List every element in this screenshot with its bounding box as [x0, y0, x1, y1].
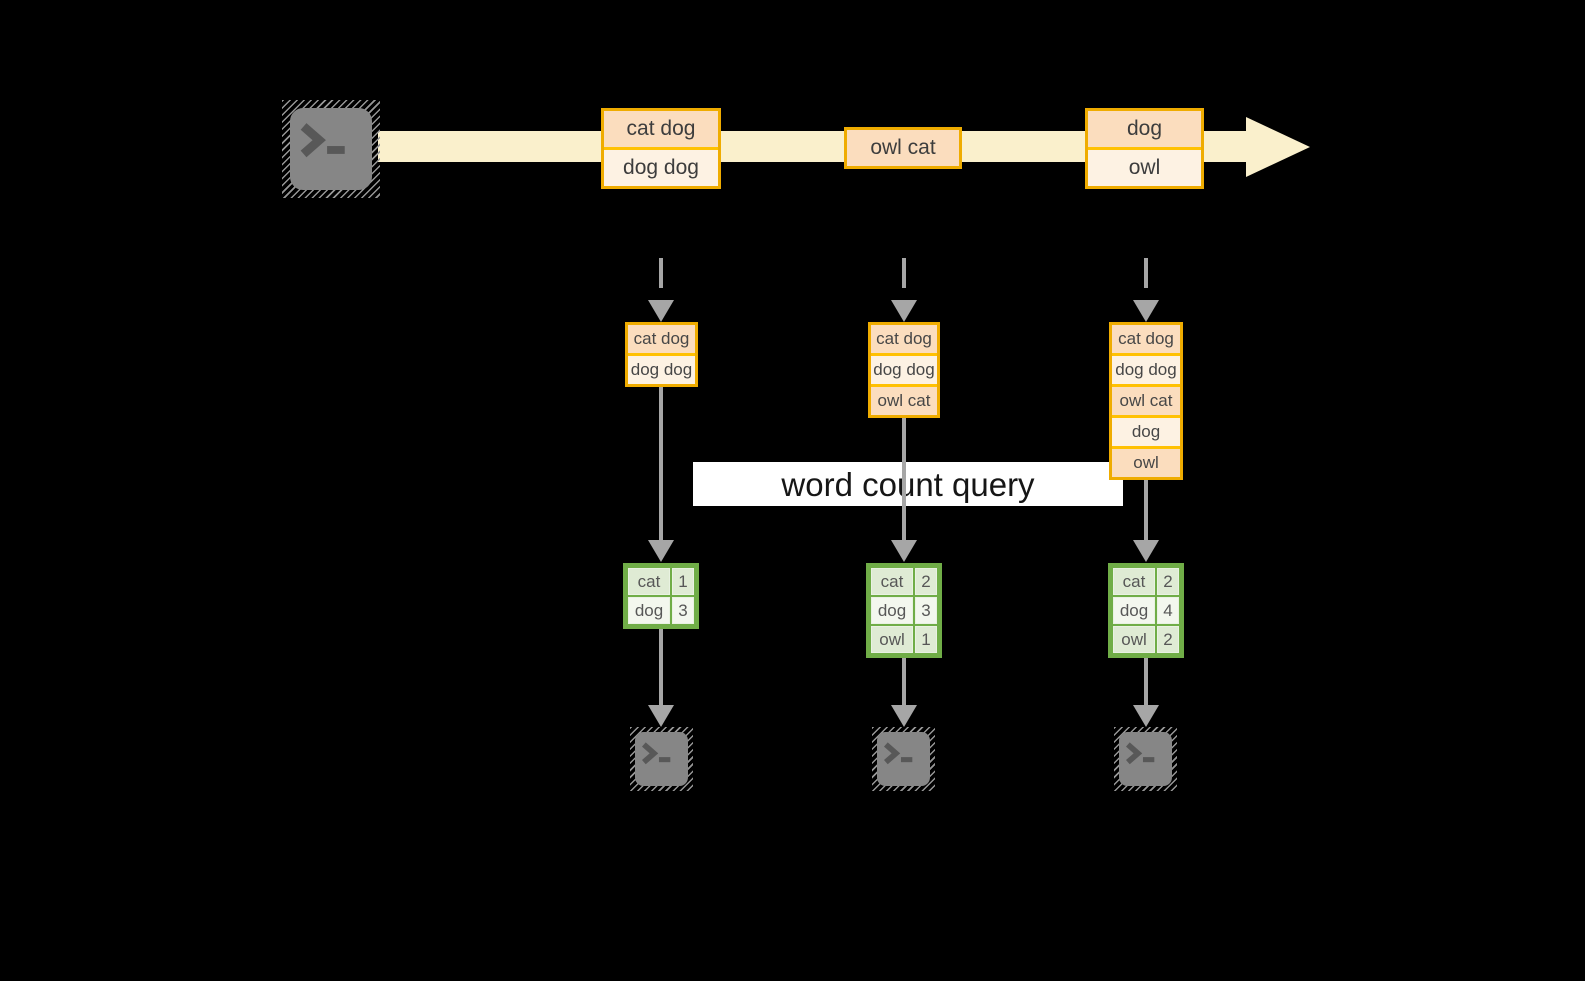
ingest-arrow-dashed — [902, 258, 906, 298]
word-cell: dog — [628, 597, 670, 624]
buffer-record: cat dog — [871, 325, 937, 353]
count-table-1: cat 1 dog 3 — [623, 563, 699, 629]
table-row: owl 1 — [871, 626, 937, 653]
buffer-record: owl — [1112, 446, 1180, 477]
count-cell: 2 — [1157, 568, 1179, 595]
down-arrowhead-icon — [648, 705, 674, 727]
stream-record: dog — [1088, 111, 1201, 147]
buffer-record: owl cat — [871, 384, 937, 415]
terminal-source-icon — [282, 100, 380, 198]
word-cell: cat — [628, 568, 670, 595]
count-cell: 3 — [672, 597, 694, 624]
buffer-record: cat dog — [628, 325, 695, 353]
down-arrowhead-icon — [891, 300, 917, 322]
buffer-record: cat dog — [1112, 325, 1180, 353]
table-row: cat 1 — [628, 568, 694, 595]
down-arrowhead-icon — [648, 300, 674, 322]
stream-record: dog dog — [604, 147, 718, 186]
table-row: dog 4 — [1113, 597, 1179, 624]
table-row: dog 3 — [628, 597, 694, 624]
buffer-stack-3: cat dog dog dog owl cat dog owl — [1109, 322, 1183, 480]
count-table-3: cat 2 dog 4 owl 2 — [1108, 563, 1184, 658]
buffer-record: dog dog — [1112, 353, 1180, 384]
terminal-prompt-icon — [883, 742, 913, 765]
stream-batch-2: owl cat — [844, 127, 962, 169]
down-arrowhead-icon — [648, 540, 674, 562]
terminal-sink-icon — [630, 727, 693, 791]
word-cell: cat — [1113, 568, 1155, 595]
stream-record: cat dog — [604, 111, 718, 147]
stream-batch-1: cat dog dog dog — [601, 108, 721, 189]
count-cell: 1 — [672, 568, 694, 595]
down-arrowhead-icon — [1133, 705, 1159, 727]
output-arrow — [902, 657, 906, 705]
count-cell: 1 — [915, 626, 937, 653]
buffer-record: dog — [1112, 415, 1180, 446]
output-arrow — [659, 628, 663, 705]
query-arrow — [1144, 478, 1148, 540]
terminal-prompt-icon — [641, 742, 671, 765]
down-arrowhead-icon — [1133, 540, 1159, 562]
table-row: cat 2 — [871, 568, 937, 595]
output-arrow — [1144, 657, 1148, 705]
word-cell: owl — [871, 626, 913, 653]
terminal-prompt-icon — [300, 123, 345, 158]
stream-batch-3: dog owl — [1085, 108, 1204, 189]
stream-record: owl — [1088, 147, 1201, 186]
terminal-sink-icon — [1114, 727, 1177, 791]
table-row: dog 3 — [871, 597, 937, 624]
stream-right-arrowhead-icon — [1246, 117, 1310, 177]
buffer-record: owl cat — [1112, 384, 1180, 415]
query-arrow — [659, 386, 663, 540]
count-table-2: cat 2 dog 3 owl 1 — [866, 563, 942, 658]
buffer-stack-1: cat dog dog dog — [625, 322, 698, 387]
buffer-stack-2: cat dog dog dog owl cat — [868, 322, 940, 418]
terminal-sink-icon — [872, 727, 935, 791]
ingest-arrow-dashed — [1144, 258, 1148, 298]
count-cell: 4 — [1157, 597, 1179, 624]
count-cell: 2 — [1157, 626, 1179, 653]
word-cell: dog — [1113, 597, 1155, 624]
word-cell: owl — [1113, 626, 1155, 653]
word-cell: dog — [871, 597, 913, 624]
word-count-query-label: word count query — [693, 462, 1123, 506]
stream-record: owl cat — [847, 130, 959, 166]
table-row: owl 2 — [1113, 626, 1179, 653]
ingest-arrow-dashed — [659, 258, 663, 298]
table-row: cat 2 — [1113, 568, 1179, 595]
word-cell: cat — [871, 568, 913, 595]
query-arrow — [902, 417, 906, 540]
buffer-record: dog dog — [871, 353, 937, 384]
count-cell: 3 — [915, 597, 937, 624]
buffer-record: dog dog — [628, 353, 695, 384]
down-arrowhead-icon — [891, 540, 917, 562]
terminal-prompt-icon — [1125, 742, 1155, 765]
down-arrowhead-icon — [1133, 300, 1159, 322]
down-arrowhead-icon — [891, 705, 917, 727]
count-cell: 2 — [915, 568, 937, 595]
